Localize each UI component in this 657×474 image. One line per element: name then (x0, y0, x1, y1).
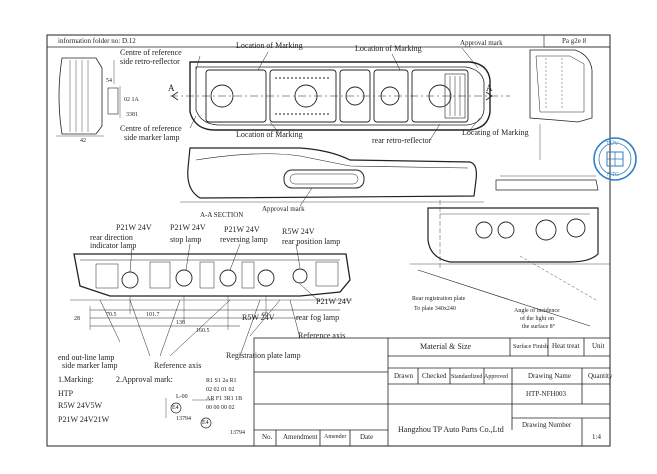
dim-101-7: 101.7 (146, 312, 160, 318)
e4-mark-b: E4 (202, 420, 209, 426)
dim-54: 54 (106, 78, 112, 84)
centre-retro-label-1: Centre of reference (120, 48, 182, 57)
approval-mark-label-side: Approval mark (262, 205, 305, 213)
e4-mark-a: E4 (172, 405, 179, 411)
p21w-label-3: P21W 24V (224, 225, 260, 234)
info-folder-label: information folder no: D.12 (58, 37, 136, 45)
location-marking-label-2: Location of Marking (355, 44, 422, 53)
end-outline-label-2: side marker lamp (62, 361, 118, 370)
dim-160-5: 160.5 (196, 328, 210, 334)
locating-marking-label: Locating of Marking (462, 128, 529, 137)
dim-70-5: 70.5 (106, 312, 117, 318)
rear-direction-label-2: indicator lamp (90, 241, 137, 250)
left-end-view (56, 57, 121, 137)
dim-138: 138 (176, 320, 185, 326)
approval-title: 2.Approval mark: (116, 375, 173, 384)
centre-retro-label-2: side retro-reflector (120, 57, 180, 66)
p21w-label-4: P21W 24V (316, 297, 352, 306)
surface-finish-cell: Surface Finish (513, 344, 548, 350)
section-a-right: A (486, 83, 493, 93)
right-mount-view (495, 175, 599, 191)
rear-registration-label-2: To plate 340x240 (414, 306, 456, 312)
rear-direction-label-1: rear direction (90, 233, 133, 242)
centre-marker-label-2: side marker lamp (124, 133, 180, 142)
marking-r5w: R5W 24V5W (58, 401, 103, 410)
approval-codes-2: 02 02 01 02 (206, 387, 235, 393)
stamp-text-bottom: NTC (607, 172, 619, 178)
rear-position-label: rear position lamp (282, 237, 341, 246)
stamp-text-top: TÜV (606, 141, 619, 147)
right-end-view (529, 49, 593, 160)
l00-label: L-00 (176, 394, 188, 400)
section-view (70, 243, 352, 357)
amendment-cell: Amendment (283, 433, 318, 441)
checked-cell: Checked (422, 372, 447, 380)
drawing-name-cell: Drawing Name (528, 372, 571, 380)
reversing-lamp-label: reversing lamp (220, 235, 268, 244)
drawing-number-cell: Drawing Number (522, 421, 572, 429)
certification-stamp (593, 137, 637, 181)
approval-codes-3: AR F1 3R1 1B (206, 396, 243, 402)
right-section-view (410, 200, 610, 327)
r5w-label-1: R5W 24V (282, 227, 315, 236)
angle-label-2: of the light on (520, 316, 554, 322)
stop-lamp-label: stop lamp (170, 235, 202, 244)
scale-cell: 1:4 (592, 433, 601, 441)
company-name: Hangzhou TP Auto Parts Co.,Ltd (398, 425, 504, 434)
mark-code-line-2: 3381 (126, 112, 138, 118)
section-title: A-A SECTION (200, 211, 244, 219)
section-a-left: A (168, 83, 175, 93)
drawing-code-cell: HTP-NFH003 (526, 390, 567, 398)
side-view (180, 147, 484, 207)
dim-60: 60 (262, 312, 268, 318)
drawn-cell: Drawn (394, 372, 414, 380)
marking-title: 1.Marking: (58, 375, 94, 384)
date-cell: Date (360, 433, 374, 441)
heat-treat-cell: Heat treat (552, 342, 580, 350)
top-view (170, 47, 510, 141)
approved-cell: Approved (484, 374, 508, 380)
standardized-cell: Standardized (451, 374, 483, 380)
material-size-cell: Material & Size (420, 342, 472, 351)
p21w-label-2: P21W 24V (170, 223, 206, 232)
approval-mark-symbols (165, 398, 214, 429)
rear-registration-label-1: Rear registration plate (412, 296, 466, 302)
location-marking-label-1: Location of Marking (236, 41, 303, 50)
end-outline-label-1: end out-line lamp (58, 353, 115, 362)
amender-cell: Amender (324, 434, 347, 440)
marking-p21w: P21W 24V21W (58, 415, 110, 424)
reference-axis-label-2: Reference axis (154, 361, 202, 370)
centre-marker-label-1: Centre of reference (120, 124, 182, 133)
approval-number-a: 13794 (176, 416, 191, 422)
rear-retro-label: rear retro-reflector (372, 136, 432, 145)
r5w-label-2: R5W 24V (242, 313, 275, 322)
p21w-label-1: P21W 24V (116, 223, 152, 232)
page-number: Pa g2e 8 (562, 37, 587, 45)
approval-codes-4: 00 00 00 02 (206, 405, 235, 411)
dim-28: 28 (74, 316, 80, 322)
rear-fog-label: rear fog lamp (296, 313, 340, 322)
quantity-cell: Quantity (588, 372, 613, 380)
angle-label-1: Angle of incidence (514, 308, 560, 314)
mark-code-line-1: 02 1A (124, 97, 139, 103)
title-block-lines (253, 337, 611, 447)
no-cell: No. (262, 433, 273, 441)
approval-mark-label-top: Approval mark (460, 39, 503, 47)
approval-number-b: 13794 (230, 430, 245, 436)
reference-axis-label-1: Reference axis (298, 331, 346, 340)
location-marking-label-3: Location of Marking (236, 130, 303, 139)
unit-cell: Unit (592, 342, 605, 350)
marking-htp: HTP (58, 389, 74, 398)
registration-plate-lamp-label: Registration plate lamp (226, 351, 301, 360)
dim-42: 42 (80, 138, 86, 144)
approval-codes-1: R1 S1 2a R1 (206, 378, 237, 384)
angle-label-3: the surface 8° (522, 324, 556, 330)
